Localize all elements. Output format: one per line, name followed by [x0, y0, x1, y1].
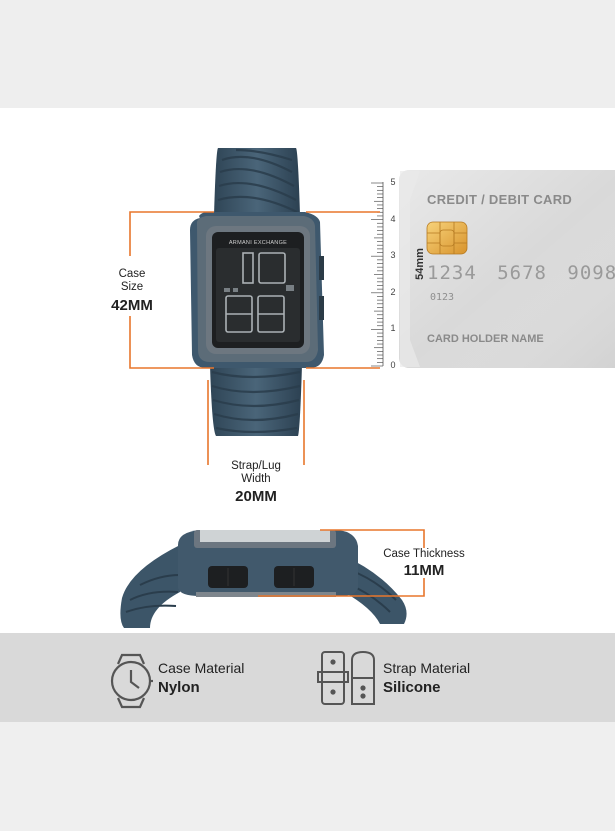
- credit-card-image: [399, 170, 615, 368]
- watch-brand-label: ARMANI EXCHANGE: [228, 240, 288, 246]
- card-sub-number: 0123: [430, 292, 455, 303]
- top-band: [0, 0, 615, 108]
- watch-front-image: [190, 148, 324, 436]
- ruler-number: 5: [390, 177, 396, 187]
- ruler-number: 2: [390, 286, 396, 297]
- strap-outline-icon: [317, 650, 375, 705]
- card-height-label: 54mm: [414, 248, 426, 280]
- watch-outline-icon: [110, 653, 153, 709]
- ruler-number: 1: [390, 323, 396, 334]
- ruler: [371, 182, 384, 367]
- case-size-value: 42MM: [111, 297, 153, 314]
- ruler-number: 3: [390, 250, 396, 261]
- watch-side-image: [120, 530, 407, 628]
- case-thickness-value: 11MM: [403, 562, 445, 579]
- thickness-bracket: [258, 529, 425, 597]
- features-band: [0, 633, 615, 722]
- ruler-number: 0: [390, 360, 396, 370]
- case-material-value: Nylon: [158, 679, 200, 696]
- bottom-band: [0, 722, 615, 831]
- strap-material-label: Strap Material: [383, 660, 471, 676]
- card-holder-name: CARD HOLDER NAME: [427, 333, 544, 345]
- case-thickness-label: Case Thickness: [383, 548, 465, 560]
- strap-width-bracket: [207, 380, 305, 465]
- strap-width-value: 20MM: [235, 488, 277, 505]
- strap-width-label: Strap/Lug Width: [231, 460, 281, 485]
- case-size-label: Case Size: [118, 268, 146, 293]
- card-number: 1234 5678 9098: [427, 262, 615, 284]
- case-size-bracket: [129, 211, 380, 369]
- ruler-number: 4: [390, 213, 396, 224]
- strap-material-value: Silicone: [383, 679, 441, 696]
- card-chip-icon: [426, 221, 468, 255]
- card-title: CREDIT / DEBIT CARD: [427, 192, 573, 207]
- case-material-label: Case Material: [158, 660, 245, 676]
